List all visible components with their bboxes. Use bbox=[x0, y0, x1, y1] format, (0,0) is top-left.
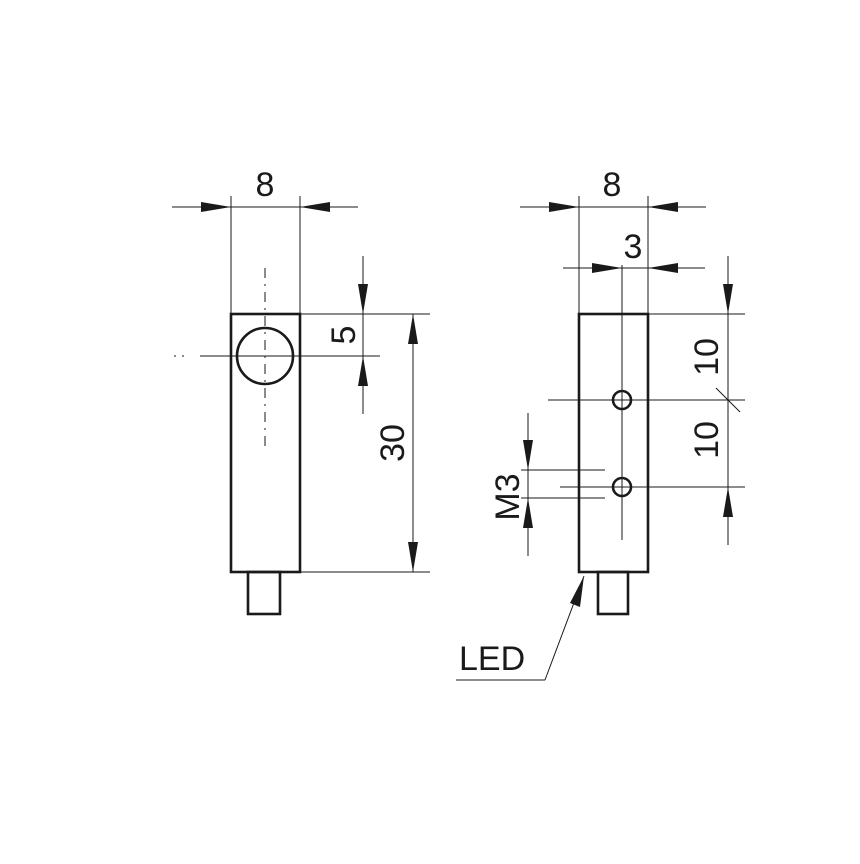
right-spacing-arrow-bottom bbox=[723, 487, 733, 517]
left-length-arrow-bottom bbox=[408, 542, 418, 572]
led-label: LED bbox=[459, 640, 525, 678]
right-offset-arrow-left bbox=[592, 263, 622, 273]
right-spacing-top-label: 10 bbox=[688, 338, 726, 376]
right-spacing-bottom-label: 10 bbox=[688, 421, 726, 459]
led-leader-arrow bbox=[570, 576, 584, 607]
left-width-label: 8 bbox=[256, 166, 275, 204]
left-view: 8 5 30 bbox=[172, 166, 430, 616]
right-offset-arrow-right bbox=[648, 263, 678, 273]
right-view: 8 3 10 10 M3 LED bbox=[456, 166, 745, 681]
right-width-arrow-right bbox=[648, 202, 678, 212]
left-length-arrow-top bbox=[408, 314, 418, 344]
left-offset-arrow-bottom bbox=[358, 356, 368, 386]
right-sensor-body bbox=[577, 312, 650, 574]
left-length-label: 30 bbox=[374, 424, 412, 462]
right-width-label: 8 bbox=[603, 166, 622, 204]
left-cable-stub bbox=[246, 570, 282, 616]
right-offset-label: 3 bbox=[624, 228, 643, 266]
right-spacing-arrow-top bbox=[723, 284, 733, 314]
right-thread-arrow-bottom bbox=[523, 498, 533, 528]
left-offset-label: 5 bbox=[325, 326, 363, 345]
right-spacing-tick bbox=[715, 387, 741, 413]
right-cable-stub bbox=[596, 570, 630, 616]
right-thread-label: M3 bbox=[489, 473, 527, 520]
left-width-arrow-left bbox=[201, 202, 231, 212]
left-offset-arrow-top bbox=[358, 284, 368, 314]
right-width-arrow-left bbox=[549, 202, 579, 212]
right-thread-arrow-top bbox=[523, 440, 533, 470]
left-width-arrow-right bbox=[300, 202, 330, 212]
